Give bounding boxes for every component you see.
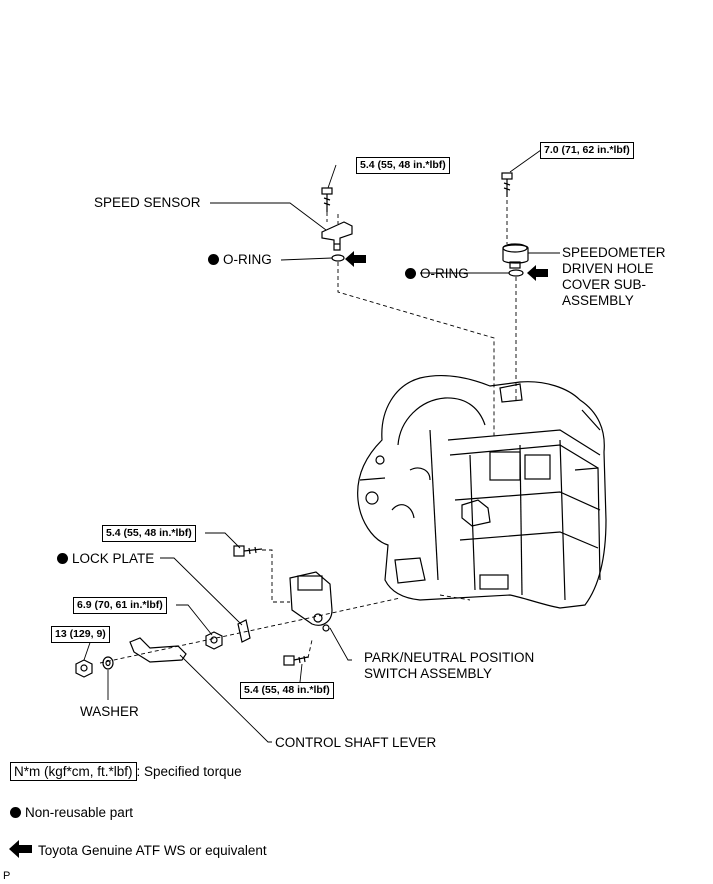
leader-lines — [83, 149, 560, 743]
switch-bolt-upper — [233, 545, 263, 557]
park-line-1: PARK/NEUTRAL POSITION — [364, 650, 535, 665]
atf-arrow-left — [345, 251, 366, 267]
speedometer-bolt — [501, 172, 513, 197]
nonreusable-dot-icon — [10, 807, 21, 818]
torque-speedometer-bolt: 7.0 (71, 62 in.*lbf) — [540, 142, 634, 159]
transmission-case — [357, 375, 607, 609]
park-neutral-switch — [289, 571, 333, 632]
o-ring-left — [331, 254, 345, 262]
speed-sensor-bolt — [321, 187, 333, 212]
nonreusable-dot-icon — [57, 553, 68, 564]
lock-plate — [237, 619, 251, 643]
speed-sensor — [321, 221, 353, 251]
legend-arrow-icon — [9, 840, 32, 858]
nonreusable-dot-icon — [405, 268, 416, 279]
label-lock-plate: LOCK PLATE — [57, 551, 154, 567]
torque-lever-nut: 13 (129, 9) — [51, 626, 110, 643]
torque-switch-bolt-upper: 5.4 (55, 48 in.*lbf) — [102, 525, 196, 542]
speedometer-line-4: ASSEMBLY — [562, 293, 634, 308]
o-ring-left-text: O-RING — [223, 252, 272, 267]
switch-bolt-lower — [283, 655, 309, 666]
lever-nut — [75, 659, 93, 678]
legend-atf: Toyota Genuine ATF WS or equivalent — [38, 843, 267, 858]
lock-plate-text: LOCK PLATE — [72, 551, 155, 566]
torque-lock-plate-nut: 6.9 (70, 61 in.*lbf) — [73, 597, 167, 614]
label-control-shaft-lever: CONTROL SHAFT LEVER — [275, 735, 437, 750]
speedometer-line-1: SPEEDOMETER — [562, 245, 666, 260]
label-speedometer-cover: SPEEDOMETER DRIVEN HOLE COVER SUB- ASSEM… — [562, 245, 666, 309]
atf-arrow-right — [527, 265, 548, 281]
torque-speed-sensor-bolt: 5.4 (55, 48 in.*lbf) — [356, 157, 450, 174]
legend-nonreusable: Non-reusable part — [10, 805, 133, 821]
label-park-neutral-switch: PARK/NEUTRAL POSITION SWITCH ASSEMBLY — [364, 650, 534, 682]
o-ring-right — [508, 269, 524, 277]
legend-torque-desc: : Specified torque — [136, 764, 242, 779]
legend-torque: N*m (kgf*cm, ft.*lbf): Specified torque — [10, 762, 242, 781]
legend-torque-unit: N*m (kgf*cm, ft.*lbf) — [10, 762, 137, 781]
label-o-ring-left: O-RING — [208, 252, 272, 268]
footer-code: P — [3, 870, 11, 882]
speedometer-cover — [502, 243, 529, 269]
park-line-2: SWITCH ASSEMBLY — [364, 666, 493, 681]
torque-switch-bolt-lower: 5.4 (55, 48 in.*lbf) — [240, 682, 334, 699]
label-speed-sensor: SPEED SENSOR — [94, 195, 201, 210]
speedometer-line-3: COVER SUB- — [562, 277, 647, 292]
label-o-ring-right: O-RING — [405, 266, 469, 282]
speedometer-line-2: DRIVEN HOLE — [562, 261, 654, 276]
nonreusable-dot-icon — [208, 254, 219, 265]
washer — [102, 656, 114, 670]
o-ring-right-text: O-RING — [420, 266, 469, 281]
control-shaft-lever — [129, 637, 187, 663]
label-washer: WASHER — [80, 704, 139, 719]
lock-plate-nut — [205, 631, 223, 650]
legend-nonreusable-text: Non-reusable part — [25, 805, 134, 820]
assembly-guides — [99, 200, 517, 664]
